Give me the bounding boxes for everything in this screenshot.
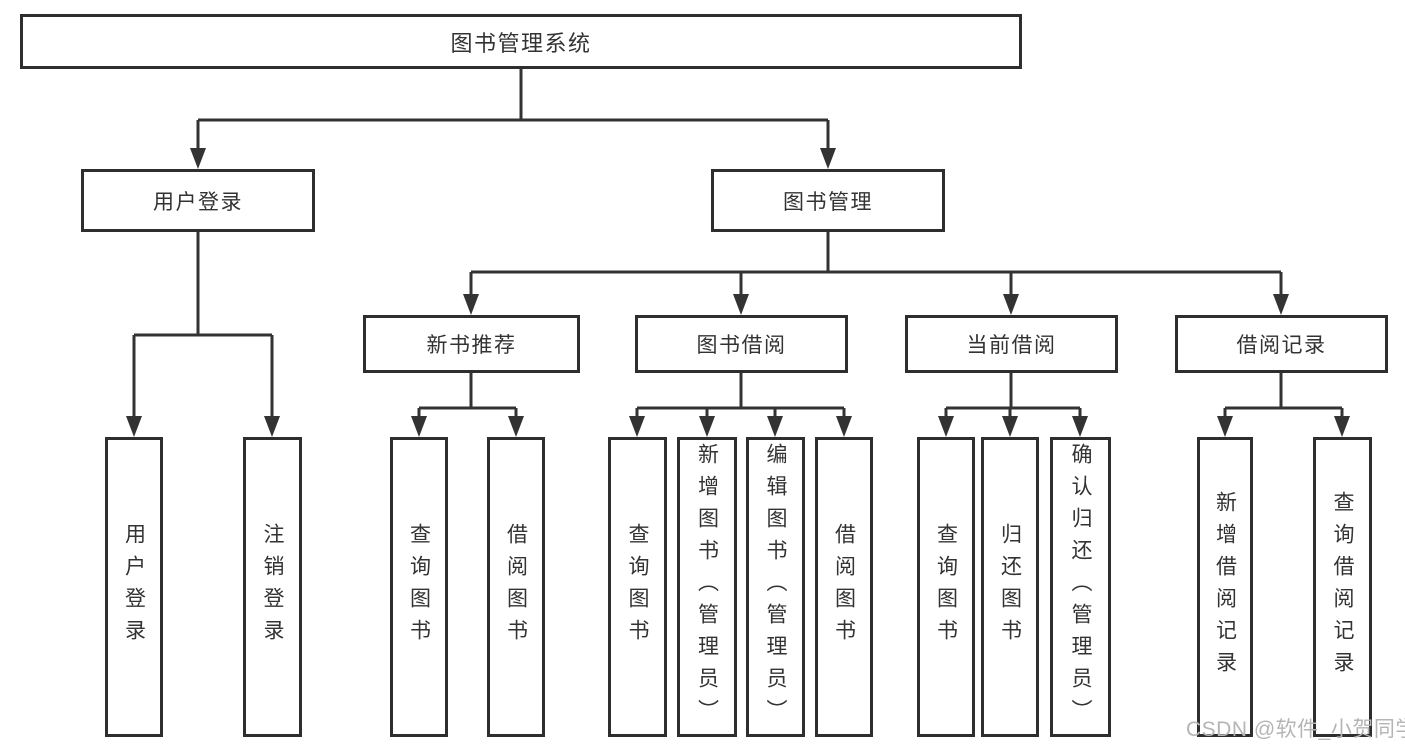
- leaf-current-confirm-return: 确认归还（管理员）: [1050, 437, 1111, 737]
- leaf-records-query-record: 查询借阅记录: [1313, 437, 1372, 737]
- node-borrow-records-label: 借阅记录: [1236, 334, 1327, 357]
- leaf-borrow-edit-book: 编辑图书（管理员）: [746, 437, 805, 737]
- leaf-current-return-book-label: 归还图书: [998, 523, 1022, 651]
- leaf-borrow-query-book-label: 查询图书: [626, 523, 650, 651]
- node-current-borrow-label: 当前借阅: [966, 334, 1057, 357]
- leaf-logout: 注销登录: [243, 437, 302, 737]
- leaf-records-add-record-label: 新增借阅记录: [1213, 491, 1237, 683]
- leaf-newbook-query-book-label: 查询图书: [407, 523, 431, 651]
- node-book-management: 图书管理: [711, 169, 945, 232]
- node-user-login-label: 用户登录: [153, 190, 243, 214]
- node-user-login: 用户登录: [81, 169, 315, 232]
- node-root-label: 图书管理系统: [450, 30, 592, 56]
- leaf-records-add-record: 新增借阅记录: [1197, 437, 1253, 737]
- node-root: 图书管理系统: [20, 14, 1022, 69]
- node-borrow-records: 借阅记录: [1175, 315, 1388, 373]
- leaf-borrow-add-book-label: 新增图书（管理员）: [695, 443, 719, 731]
- node-current-borrow: 当前借阅: [905, 315, 1118, 373]
- leaf-newbook-borrow-book-label: 借阅图书: [504, 523, 528, 651]
- leaf-newbook-query-book: 查询图书: [390, 437, 448, 737]
- node-book-borrow: 图书借阅: [635, 315, 848, 373]
- watermark: CSDN @软件_小贺同学: [1186, 718, 1405, 741]
- leaf-current-query-book: 查询图书: [917, 437, 975, 737]
- leaf-borrow-borrow-book: 借阅图书: [815, 437, 873, 737]
- leaf-current-confirm-return-label: 确认归还（管理员）: [1069, 443, 1093, 731]
- node-new-book-recommend: 新书推荐: [363, 315, 580, 373]
- leaf-current-query-book-label: 查询图书: [934, 523, 958, 651]
- leaf-current-return-book: 归还图书: [981, 437, 1039, 737]
- leaf-newbook-borrow-book: 借阅图书: [487, 437, 545, 737]
- leaf-user-login: 用户登录: [105, 437, 163, 737]
- leaf-borrow-query-book: 查询图书: [608, 437, 667, 737]
- leaf-records-query-record-label: 查询借阅记录: [1331, 491, 1355, 683]
- node-book-management-label: 图书管理: [783, 190, 873, 214]
- leaf-logout-label: 注销登录: [261, 523, 285, 651]
- leaf-borrow-borrow-book-label: 借阅图书: [832, 523, 856, 651]
- leaf-borrow-edit-book-label: 编辑图书（管理员）: [764, 443, 788, 731]
- tree-edges: [132, 69, 1344, 428]
- leaf-borrow-add-book: 新增图书（管理员）: [677, 437, 737, 737]
- node-book-borrow-label: 图书借阅: [696, 334, 787, 357]
- leaf-user-login-label: 用户登录: [122, 523, 146, 651]
- node-new-book-recommend-label: 新书推荐: [426, 334, 517, 357]
